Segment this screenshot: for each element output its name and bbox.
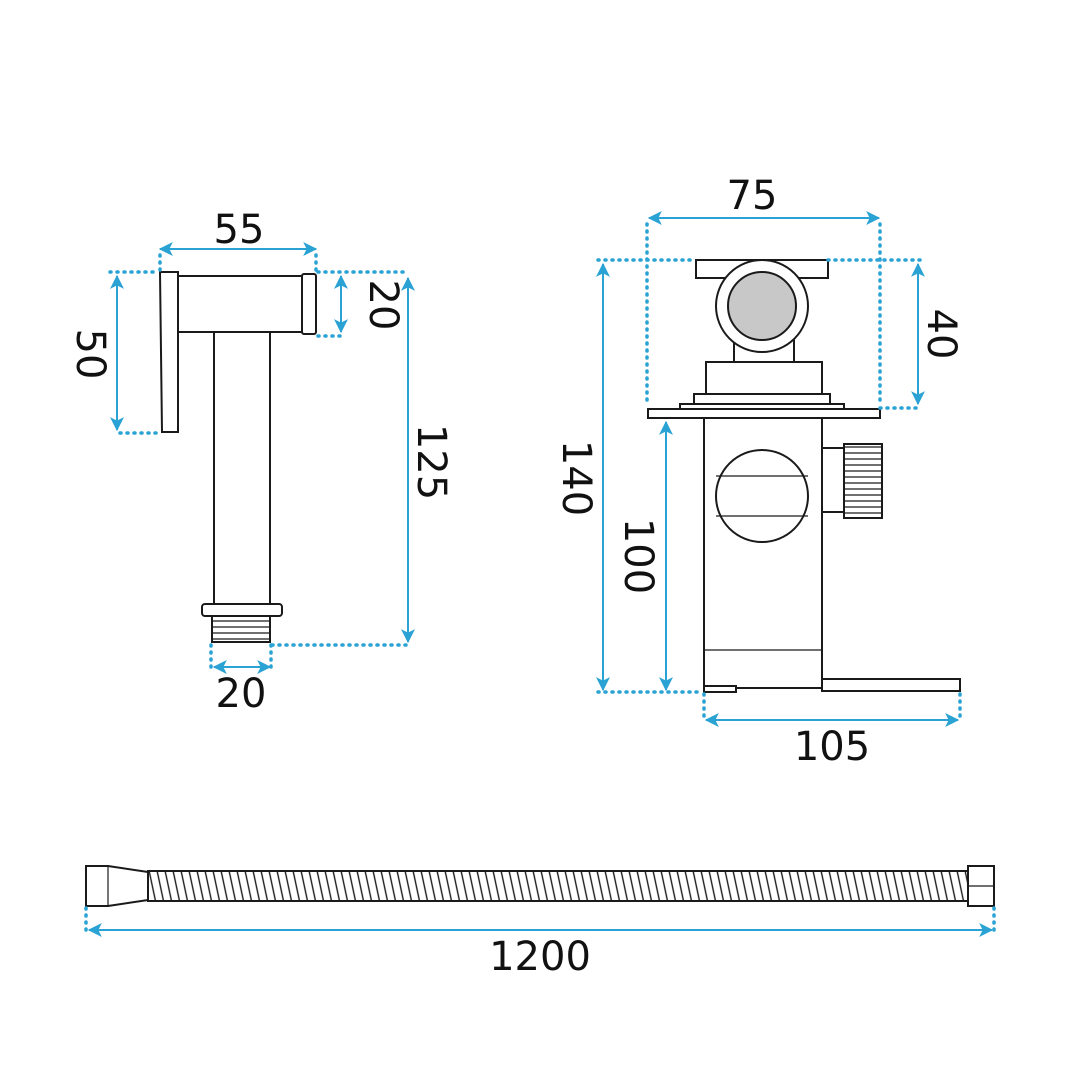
label-100: 100	[615, 518, 661, 594]
spray-handle-tube	[213, 331, 271, 605]
hand-spray-drawing	[158, 271, 317, 643]
valve-upper-block	[705, 361, 823, 395]
label-140: 140	[553, 440, 599, 516]
valve-cartridge	[727, 271, 797, 341]
hose-cone-fitting	[85, 865, 149, 907]
label-75: 75	[727, 173, 778, 219]
spray-labels: 55 20 50 125 20	[67, 207, 454, 717]
label-50: 50	[67, 329, 113, 380]
spray-nut	[201, 603, 283, 617]
spray-trigger-lever	[158, 271, 179, 433]
valve-labels: 75 40 140 100 105	[553, 173, 964, 770]
spray-dimensions	[108, 242, 415, 674]
outlet-thread	[843, 443, 883, 519]
label-40: 40	[918, 309, 964, 360]
spray-thread	[211, 615, 271, 643]
spray-head-cap	[301, 273, 317, 335]
wall-valve-drawing	[647, 259, 961, 693]
hose-dimensions: 1200	[84, 906, 996, 980]
valve-knob	[715, 449, 809, 543]
label-20-head: 20	[360, 280, 406, 331]
base-foot	[703, 685, 737, 693]
wall-flange	[647, 408, 881, 419]
spray-head-body	[177, 275, 305, 333]
hose-coil	[147, 870, 971, 902]
label-1200: 1200	[489, 934, 591, 980]
label-55: 55	[214, 207, 265, 253]
base-rail	[821, 678, 961, 692]
valve-dimensions	[596, 211, 962, 727]
label-20-thread: 20	[216, 671, 267, 717]
label-105: 105	[794, 724, 870, 770]
hose-drawing	[85, 865, 995, 907]
outlet-nut	[821, 447, 845, 513]
label-125: 125	[408, 424, 454, 500]
